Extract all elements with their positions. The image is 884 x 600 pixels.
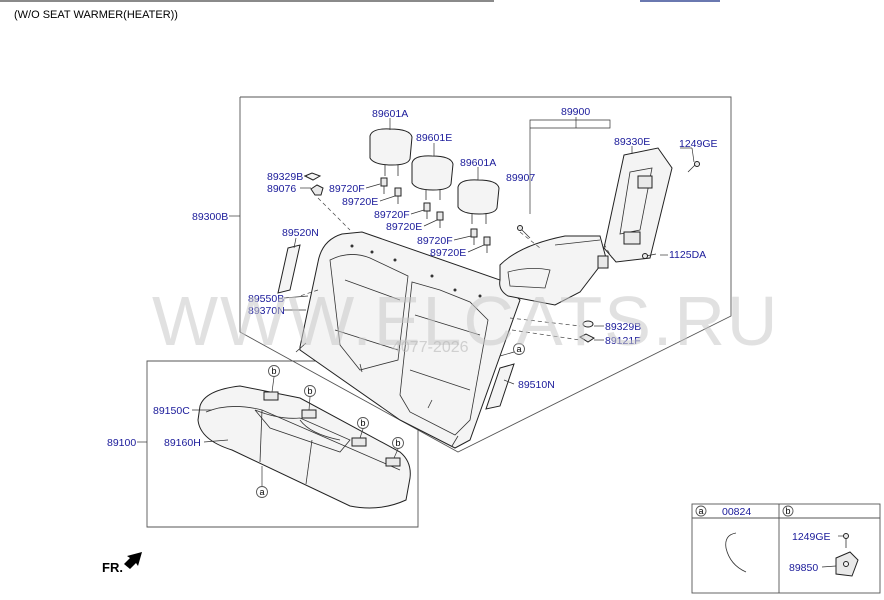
- part-number-labels: 89601A 89601E 89601A 89900 89330E 1249GE…: [107, 106, 831, 574]
- callout-b-4: b: [392, 437, 404, 459]
- label-89720f-2: 89720F: [374, 209, 410, 221]
- legend-callout-b: b: [785, 506, 790, 516]
- svg-text:b: b: [360, 418, 365, 428]
- callout-b-1: b: [268, 365, 280, 393]
- watermark-text: WWW.ELCATS.RU: [152, 282, 779, 360]
- seat-backrest: [295, 231, 521, 449]
- label-89121f: 89121F: [605, 335, 641, 347]
- headrest-right: [457, 179, 500, 224]
- label-89720e-2: 89720E: [386, 221, 422, 233]
- seat-cushion: [197, 385, 411, 509]
- clip-89329b-left: [303, 172, 322, 181]
- callout-a-backrest: a: [499, 343, 525, 357]
- armrest: [499, 235, 609, 306]
- fr-arrow-icon: [124, 552, 142, 569]
- callout-a-cushion: a: [256, 466, 268, 498]
- bolt-1249ge: [687, 161, 700, 173]
- assembly-dashed-lines: [299, 197, 613, 341]
- leader-lines: [137, 117, 844, 568]
- headrest-center: [411, 155, 454, 200]
- label-89329b-2: 89329B: [605, 321, 641, 333]
- label-89720f-1: 89720F: [329, 183, 365, 195]
- bracket-89850: [835, 551, 859, 577]
- label-89520n: 89520N: [282, 227, 319, 239]
- label-89550b: 89550B: [248, 293, 284, 305]
- svg-text:a: a: [259, 487, 264, 497]
- label-89907: 89907: [506, 172, 535, 184]
- headrest-guides: [380, 177, 491, 253]
- bolt-89907: [517, 225, 531, 239]
- label-89329b-1: 89329B: [267, 171, 303, 183]
- clip-89121f: [578, 333, 595, 343]
- label-89300b: 89300B: [192, 211, 228, 223]
- side-trim-left: [277, 244, 301, 294]
- label-00824: 00824: [722, 506, 751, 518]
- armrest-frame: [603, 147, 673, 263]
- headrest-left: [369, 128, 413, 176]
- fr-label: FR.: [102, 560, 123, 575]
- svg-text:a: a: [516, 344, 521, 354]
- front-direction-indicator: FR.: [102, 552, 142, 575]
- callout-b-3: b: [357, 417, 369, 439]
- svg-text:b: b: [271, 366, 276, 376]
- side-trim-right: [485, 363, 515, 410]
- callout-b-2: b: [304, 385, 316, 411]
- svg-text:b: b: [307, 386, 312, 396]
- label-1249ge-2: 1249GE: [792, 531, 831, 543]
- backrest-group-outline: [239, 96, 732, 453]
- bolt-1125da: [642, 253, 657, 259]
- svg-text:b: b: [395, 438, 400, 448]
- label-89720e-1: 89720E: [342, 196, 378, 208]
- label-89601e: 89601E: [416, 132, 452, 144]
- label-89370n: 89370N: [248, 305, 285, 317]
- legend-callout-a: a: [698, 506, 703, 516]
- bolt-1249ge-legend: [843, 533, 849, 548]
- watermark-small: 4077-2026: [392, 339, 469, 356]
- label-89720f-3: 89720F: [417, 235, 453, 247]
- hook-00824: [725, 532, 747, 573]
- top-scroll-bar: [0, 0, 494, 2]
- label-89150c: 89150C: [153, 405, 190, 417]
- clip-89329b-right: [582, 320, 594, 328]
- label-89160h: 89160H: [164, 437, 201, 449]
- clip-89076: [310, 184, 324, 196]
- top-tab-indicator: [640, 0, 720, 2]
- label-89510n: 89510N: [518, 379, 555, 391]
- label-89601a-1: 89601A: [372, 108, 408, 120]
- label-89850: 89850: [789, 562, 818, 574]
- label-1125da: 1125DA: [669, 249, 706, 261]
- label-1249ge-1: 1249GE: [679, 138, 718, 150]
- label-89720e-3: 89720E: [430, 247, 466, 259]
- label-89900: 89900: [561, 106, 590, 118]
- diagram-header: (W/O SEAT WARMER(HEATER)): [14, 9, 178, 21]
- label-89076: 89076: [267, 183, 296, 195]
- legend-box: [691, 503, 881, 594]
- label-89100: 89100: [107, 437, 136, 449]
- label-89601a-2: 89601A: [460, 157, 496, 169]
- label-89330e: 89330E: [614, 136, 650, 148]
